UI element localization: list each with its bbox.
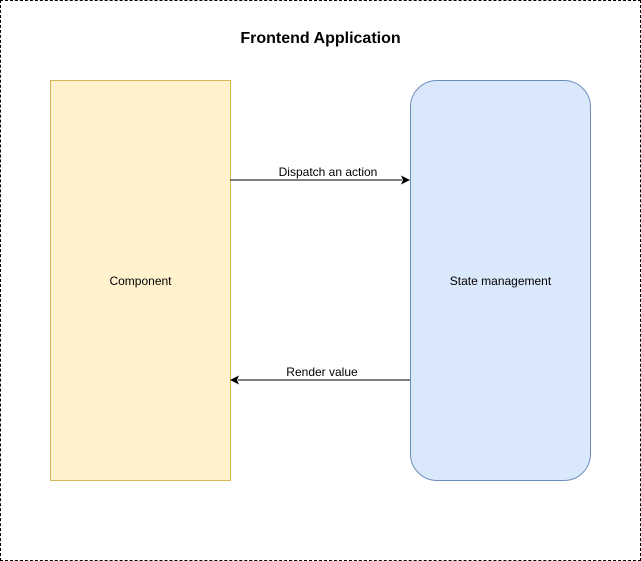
diagram-title: Frontend Application	[240, 30, 401, 47]
dispatch-arrowhead	[401, 175, 410, 185]
render-edge[interactable]	[230, 375, 410, 385]
render-arrowhead	[230, 375, 239, 385]
component-node[interactable]: Component	[50, 80, 231, 481]
render-edge-label: Render value	[284, 365, 360, 379]
dispatch-edge-label: Dispatch an action	[276, 165, 380, 179]
state-management-node[interactable]: State management	[410, 80, 591, 481]
state-management-node-label: State management	[449, 273, 552, 288]
dispatch-edge[interactable]	[230, 175, 410, 185]
component-node-label: Component	[109, 273, 172, 288]
